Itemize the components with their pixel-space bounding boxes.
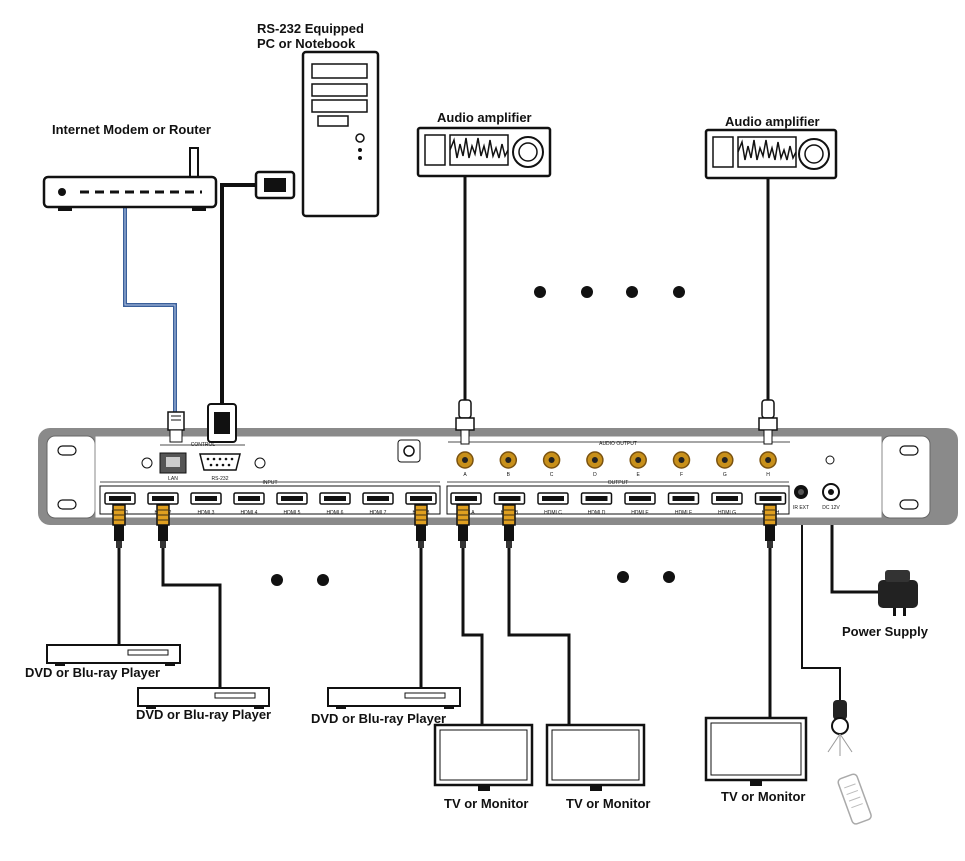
- tv-monitor-1: [433, 723, 534, 791]
- audio-port-label: C: [550, 472, 554, 478]
- audio-plug-h: [758, 399, 778, 445]
- hdmi-input-port-4-label: HDMI 4: [241, 510, 258, 516]
- hdmi-input-port-3-label: HDMI 3: [198, 510, 215, 516]
- pc-tower: [301, 50, 380, 218]
- panel-input-label: INPUT: [263, 480, 278, 486]
- hdmi-input-port-5: HDMI 5: [276, 492, 308, 516]
- ellipsis-dots-outputs: [617, 571, 675, 583]
- hdmi-input-port-7: HDMI 7: [362, 492, 394, 516]
- hdmi-output-port-c: HDMI C: [537, 492, 569, 516]
- panel-ir-ext-label: IR EXT: [793, 505, 809, 511]
- router: [42, 147, 218, 211]
- dvd-player-2: [137, 687, 270, 709]
- dc-power-port: [822, 455, 840, 501]
- ir-receiver: [827, 700, 853, 756]
- control-section: [141, 444, 266, 474]
- hdmi-cable-outB: [507, 548, 571, 725]
- audio-amplifier-left: [416, 126, 552, 178]
- audio-port-a: A: [456, 451, 474, 478]
- audio-port-h: H: [759, 451, 777, 478]
- hdmi-output-port-f-label: HDMI F: [675, 510, 692, 516]
- audio-port-f: F: [672, 451, 691, 478]
- hdmi-input-port-4: HDMI 4: [233, 492, 265, 516]
- audio-plug-a: [455, 399, 475, 445]
- dvd1-label: DVD or Blu-ray Player: [25, 665, 161, 680]
- tv-monitor-2: [545, 723, 646, 791]
- hdmi-plug-2: [156, 504, 170, 548]
- dvd2-label: DVD or Blu-ray Player: [136, 707, 272, 722]
- hdmi-input-port-6-label: HDMI 6: [327, 510, 344, 516]
- hdmi-input-port-5-label: HDMI 5: [284, 510, 301, 516]
- hdmi-plug-3: [414, 504, 428, 548]
- amp-left-label: Audio amplifier: [437, 110, 532, 125]
- audio-port-label: A: [463, 472, 467, 478]
- amp-right-label: Audio amplifier: [725, 114, 820, 129]
- hdmi-input-port-7-label: HDMI 7: [370, 510, 387, 516]
- panel-control-label: CONTROL: [191, 442, 216, 448]
- ellipsis-dots-inputs: [271, 574, 329, 586]
- audio-port-label: E: [637, 472, 641, 478]
- ir-cable: [801, 510, 841, 705]
- hdmi-output-port-f: HDMI F: [667, 492, 700, 516]
- audio-port-label: H: [766, 472, 770, 478]
- pc-label-line2: PC or Notebook: [257, 36, 356, 51]
- hdmi-plug-5: [502, 504, 516, 548]
- router-label: Internet Modem or Router: [52, 122, 211, 137]
- input-frame: [99, 485, 441, 515]
- pc-label-line1: RS-232 Equipped: [257, 21, 364, 36]
- audio-port-e: E: [629, 451, 647, 478]
- hdmi-output-port-e-label: HDMI E: [631, 510, 649, 516]
- rj45-plug: [167, 411, 185, 443]
- power-label: Power Supply: [842, 624, 928, 639]
- tv3-label: TV or Monitor: [721, 789, 806, 804]
- dvd-player-3: [327, 687, 461, 709]
- audio-port-g: G: [716, 451, 734, 478]
- hdmi-output-port-c-label: HDMI C: [544, 510, 562, 516]
- audio-port-label: B: [507, 472, 511, 478]
- audio-port-c: C: [542, 451, 561, 478]
- tv1-label: TV or Monitor: [444, 796, 529, 811]
- hdmi-output-port-g: HDMI G: [711, 492, 743, 516]
- audio-port-label: D: [593, 472, 597, 478]
- power-adapter: [878, 570, 918, 616]
- ir-remote: [837, 773, 872, 825]
- hdmi-output-port-d: HDMI D: [580, 492, 613, 516]
- panel-lan-label: LAN: [168, 476, 178, 482]
- hdmi-input-port-3: HDMI 3: [190, 492, 222, 516]
- hdmi-output-port-e: HDMI E: [624, 492, 656, 516]
- rs232-cable: [220, 183, 258, 405]
- tv-monitor-3: [704, 716, 808, 786]
- hdmi-input-port-6: HDMI 6: [319, 492, 351, 516]
- ground-screw: [397, 439, 421, 463]
- tv2-label: TV or Monitor: [566, 796, 651, 811]
- hdmi-plug-4: [456, 504, 470, 548]
- ellipsis-dots-top: [534, 286, 685, 298]
- panel-audio-output-label: AUDIO OUTPUT: [599, 441, 637, 447]
- lan-cable: [123, 205, 177, 420]
- rs232-plug: [207, 403, 237, 443]
- rs232-pc-connector: [254, 170, 296, 200]
- hdmi-output-port-g-label: HDMI G: [718, 510, 736, 516]
- hdmi-plug-6: [763, 504, 777, 548]
- panel-rs232-label: RS-232: [212, 476, 229, 482]
- output-frame: [446, 485, 790, 515]
- hdmi-cable-in2: [161, 548, 222, 688]
- dvd-player-1: [46, 644, 181, 666]
- audio-port-d: D: [586, 451, 604, 478]
- panel-dc-label: DC 12V: [822, 505, 840, 511]
- audio-port-b: B: [499, 451, 518, 478]
- hdmi-output-port-d-label: HDMI D: [588, 510, 606, 516]
- dvd3-label: DVD or Blu-ray Player: [311, 711, 447, 726]
- hdmi-plug-1: [112, 504, 126, 548]
- ir-ext-port: [794, 485, 808, 499]
- panel-output-label: OUTPUT: [608, 480, 629, 486]
- audio-amplifier-right: [704, 128, 838, 180]
- audio-port-label: F: [680, 472, 683, 478]
- audio-port-label: G: [723, 472, 727, 478]
- hdmi-cable-outA: [461, 548, 484, 725]
